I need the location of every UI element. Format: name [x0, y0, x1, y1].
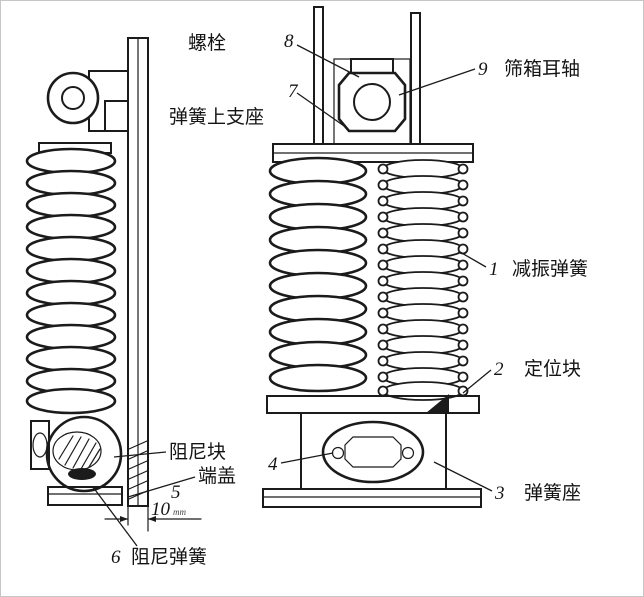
top-bracket	[46, 70, 129, 132]
seat-flange	[321, 420, 425, 484]
side-bracket	[30, 420, 50, 470]
callout-label: 端盖	[198, 465, 236, 487]
bolt-boss	[46, 71, 100, 125]
arrowhead	[148, 516, 156, 522]
leader-line	[462, 369, 492, 394]
bolt-head	[61, 86, 85, 110]
main-spring-left	[268, 156, 368, 393]
damper-assembly	[30, 415, 123, 506]
right-rod	[410, 12, 421, 145]
side-spring	[25, 142, 117, 415]
leader-line	[296, 92, 348, 129]
trunnion-assembly	[333, 58, 411, 145]
leader-line	[280, 452, 334, 464]
leader-line	[113, 451, 167, 458]
end-cap	[47, 486, 123, 506]
mounting-plate	[127, 37, 149, 507]
bolt-hole-right	[401, 446, 415, 460]
upper-support-plate	[272, 143, 474, 163]
callout-number: 3	[494, 483, 505, 504]
callout-label: 减振弹簧	[512, 258, 588, 280]
callout-locating-block: 2 定位块	[462, 358, 581, 394]
callout-damper-spring: 6 阻尼弹簧	[92, 486, 207, 568]
callout-label: 阻尼块	[169, 441, 226, 463]
damper-housing	[45, 415, 123, 493]
bolt-head-octagon	[337, 71, 407, 133]
callout-damping-spring: 1 减振弹簧	[459, 251, 588, 280]
leader-line	[433, 461, 493, 492]
side-view	[25, 37, 149, 507]
callout-damper-block: 阻尼块 5	[113, 441, 226, 503]
leader-line	[127, 476, 196, 498]
damper-pad	[68, 468, 96, 480]
callout-label: 螺栓	[188, 32, 226, 54]
callout-label: 筛箱耳轴	[504, 58, 580, 80]
locating-block-mark	[426, 394, 449, 413]
callout-number: 9	[478, 59, 488, 80]
dimension-10mm: 10 mm	[104, 499, 202, 532]
callout-number: 8	[284, 31, 294, 52]
callout-number: 7	[288, 81, 299, 102]
arrowhead	[120, 516, 128, 522]
callout-number: 6	[111, 547, 121, 568]
callout-label: 定位块	[524, 358, 581, 380]
dimension-unit: mm	[173, 507, 186, 517]
flange-bore	[344, 436, 402, 468]
spring-seat	[300, 412, 447, 490]
callout-spring-seat: 3 弹簧座	[433, 461, 581, 504]
dimension-value: 10	[151, 499, 171, 520]
main-spring-right	[377, 159, 469, 401]
callout-label: 阻尼弹簧	[131, 546, 207, 568]
base-plate	[262, 488, 482, 508]
callouts: 螺栓 8 7 弹簧上支座 9 筛箱耳轴 1 减振弹簧 2 定位块 3 弹簧座	[92, 31, 588, 568]
leader-line	[92, 486, 138, 547]
bolt-top	[350, 58, 394, 74]
callout-trunnion: 9 筛箱耳轴	[398, 58, 580, 96]
callout-number: 4	[268, 454, 278, 475]
leader-line	[459, 251, 487, 268]
front-view	[262, 6, 482, 508]
callout-number: 1	[489, 259, 499, 280]
callout-upper-support: 7 弹簧上支座	[169, 81, 348, 129]
trunnion-bore	[353, 83, 391, 121]
callout-label: 弹簧座	[524, 482, 581, 504]
callout-bolt: 螺栓 8	[188, 31, 360, 78]
callout-number: 5	[171, 482, 181, 503]
leader-line	[296, 44, 360, 78]
callout-number: 2	[494, 359, 504, 380]
callout-label: 弹簧上支座	[169, 106, 264, 128]
callout-end-cover: 端盖 4	[127, 452, 334, 498]
left-rod	[313, 6, 324, 145]
leader-line	[398, 68, 476, 96]
locating-plate	[266, 394, 480, 414]
